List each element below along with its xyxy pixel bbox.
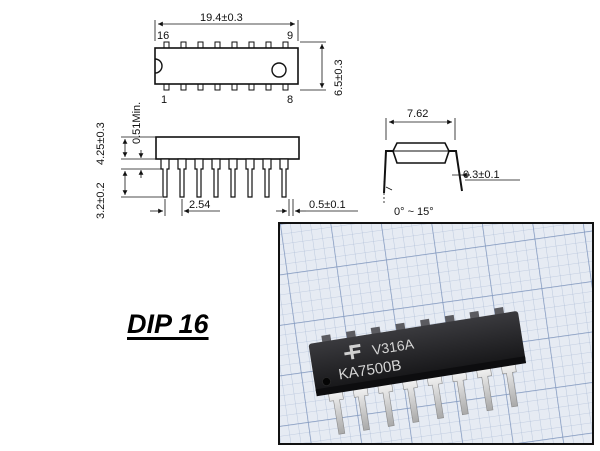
body-height-dim-label: 4.25±0.3 <box>95 122 107 165</box>
side-view-leads <box>160 158 289 198</box>
package-title: DIP 16 <box>127 309 209 339</box>
standoff-dim-label: 0.51Min. <box>131 102 143 144</box>
chip-front-leads <box>327 361 519 435</box>
end-view-lead-right <box>449 150 463 192</box>
lead-thickness-dim-label: 0.3±0.1 <box>463 169 500 181</box>
angle-dim-label: 0° ~ 15° <box>394 206 434 218</box>
top-view: 19.4±0.3 6.5±0.3 16 9 1 8 <box>154 12 345 106</box>
end-view-lead-left <box>383 150 393 194</box>
end-view-body <box>392 142 450 164</box>
top-view-notch <box>154 58 163 74</box>
length-dim-label: 19.4±0.3 <box>200 12 243 24</box>
pin-label-8: 8 <box>287 94 293 106</box>
top-view-pin1-dot <box>271 62 287 78</box>
chip-body <box>308 311 526 395</box>
lead-length-dim-label: 3.2±0.2 <box>95 182 107 219</box>
pin-label-1: 1 <box>161 94 167 106</box>
chip-pin1-dot <box>322 377 331 386</box>
pin-label-9: 9 <box>287 30 293 42</box>
chip-marking-line1: V316A <box>371 335 416 357</box>
lead-width-dim-label: 0.5±0.1 <box>309 199 346 211</box>
chip-photo: V316A KA7500B <box>278 222 594 445</box>
chip-photo-drawing: V316A KA7500B <box>280 224 592 443</box>
side-view-body <box>155 136 300 160</box>
side-view: 0.51Min. 4.25±0.3 3.2±0.2 2.54 0.5±0.1 <box>95 102 358 219</box>
pitch-dim-label: 2.54 <box>189 199 210 211</box>
fairchild-logo-icon <box>344 343 361 360</box>
width-dim-label: 6.5±0.3 <box>333 59 345 96</box>
end-view: 7.62 0° ~ 15° 0.3±0.1 <box>383 108 520 218</box>
pin-label-16: 16 <box>157 30 169 42</box>
row-spacing-dim-label: 7.62 <box>407 108 428 120</box>
